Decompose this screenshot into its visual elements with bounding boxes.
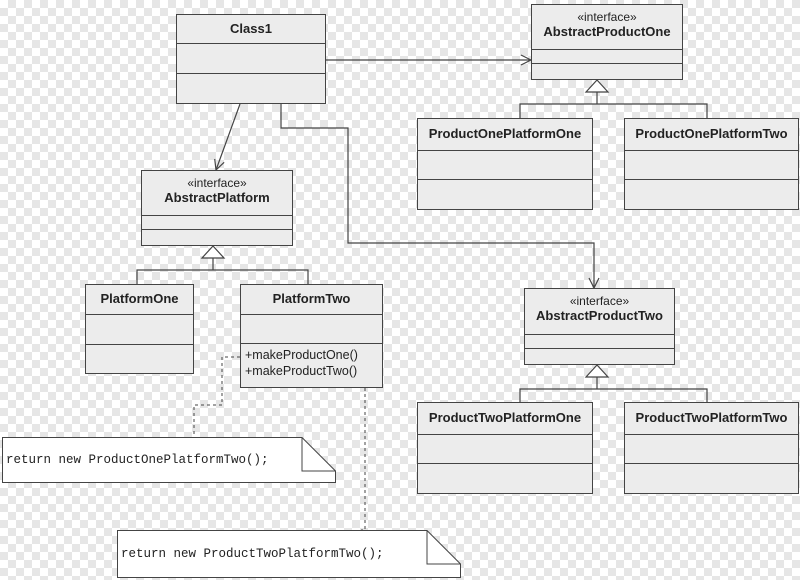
generalization-triangle-abstractplatform bbox=[200, 245, 226, 259]
generalization-triangle-abstractproductone bbox=[584, 79, 610, 93]
class-name-compartment: ProductTwoPlatformTwo bbox=[625, 403, 798, 435]
class-name: ProductTwoPlatformOne bbox=[428, 410, 582, 425]
class-product-two-platform-one[interactable]: ProductTwoPlatformOne bbox=[417, 402, 593, 494]
class-product-one-platform-two[interactable]: ProductOnePlatformTwo bbox=[624, 118, 799, 210]
generalization-abstractplatform bbox=[136, 269, 309, 284]
class-name: ProductTwoPlatformTwo bbox=[635, 410, 788, 425]
note-shape bbox=[117, 530, 461, 578]
attributes-compartment bbox=[142, 215, 292, 230]
class-name: ProductOnePlatformTwo bbox=[635, 126, 788, 141]
class-product-two-platform-two[interactable]: ProductTwoPlatformTwo bbox=[624, 402, 799, 494]
class-abstract-product-two[interactable]: «interface» AbstractProductTwo bbox=[524, 288, 675, 365]
class-name-compartment: PlatformTwo bbox=[241, 285, 382, 315]
attributes-compartment bbox=[418, 150, 592, 180]
generalization-abstractproductone bbox=[519, 103, 708, 118]
attributes-compartment bbox=[241, 314, 382, 344]
attributes-compartment bbox=[86, 314, 193, 345]
class-name-compartment: «interface» AbstractProductTwo bbox=[525, 289, 674, 335]
class-stereotype: «interface» bbox=[569, 294, 630, 308]
class-name-compartment: ProductOnePlatformTwo bbox=[625, 119, 798, 151]
class-name: AbstractPlatform bbox=[164, 190, 270, 205]
class-name: ProductOnePlatformOne bbox=[428, 126, 582, 141]
class-name-compartment: ProductTwoPlatformOne bbox=[418, 403, 592, 435]
assoc-class1-to-abstractplatform bbox=[216, 103, 241, 170]
note-shape bbox=[2, 437, 336, 483]
class-platform-one[interactable]: PlatformOne bbox=[85, 284, 194, 374]
class-platform-two[interactable]: PlatformTwo +makeProductOne() +makeProdu… bbox=[240, 284, 383, 388]
class-name-compartment: «interface» AbstractPlatform bbox=[142, 171, 292, 216]
note-link-make-product-two bbox=[361, 388, 366, 531]
attributes-compartment bbox=[625, 434, 798, 464]
class-name-compartment: PlatformOne bbox=[86, 285, 193, 315]
operations-compartment: +makeProductOne() +makeProductTwo() bbox=[241, 343, 382, 387]
note-text: return new ProductOnePlatformTwo(); bbox=[6, 453, 269, 467]
note-link-make-product-one bbox=[193, 356, 240, 437]
attributes-compartment bbox=[418, 434, 592, 464]
note-make-product-two[interactable]: return new ProductTwoPlatformTwo(); bbox=[117, 530, 461, 578]
operation-make-product-one: +makeProductOne() bbox=[245, 348, 358, 362]
attributes-compartment bbox=[532, 49, 682, 64]
attributes-compartment bbox=[525, 334, 674, 349]
class-name: AbstractProductTwo bbox=[536, 308, 663, 323]
attributes-compartment bbox=[625, 150, 798, 180]
operation-make-product-two: +makeProductTwo() bbox=[245, 364, 358, 378]
class-abstract-platform[interactable]: «interface» AbstractPlatform bbox=[141, 170, 293, 246]
class-name: Class1 bbox=[230, 21, 272, 36]
class-name-compartment: ProductOnePlatformOne bbox=[418, 119, 592, 151]
class-name-compartment: Class1 bbox=[177, 15, 325, 44]
assoc-class1-to-abstractproducttwo bbox=[280, 104, 594, 288]
generalization-abstractproducttwo bbox=[519, 388, 708, 402]
class-name: AbstractProductOne bbox=[543, 24, 671, 39]
generalization-triangle-abstractproducttwo bbox=[584, 364, 610, 378]
note-make-product-one[interactable]: return new ProductOnePlatformTwo(); bbox=[2, 437, 336, 483]
class-abstract-product-one[interactable]: «interface» AbstractProductOne bbox=[531, 4, 683, 80]
note-text: return new ProductTwoPlatformTwo(); bbox=[121, 547, 384, 561]
class-name: PlatformTwo bbox=[272, 291, 351, 306]
class-stereotype: «interface» bbox=[187, 176, 247, 190]
attributes-compartment bbox=[177, 43, 325, 74]
class-name: PlatformOne bbox=[100, 291, 179, 306]
class-class1[interactable]: Class1 bbox=[176, 14, 326, 104]
class-name-compartment: «interface» AbstractProductOne bbox=[532, 5, 682, 50]
class-stereotype: «interface» bbox=[577, 10, 637, 24]
class-product-one-platform-one[interactable]: ProductOnePlatformOne bbox=[417, 118, 593, 210]
